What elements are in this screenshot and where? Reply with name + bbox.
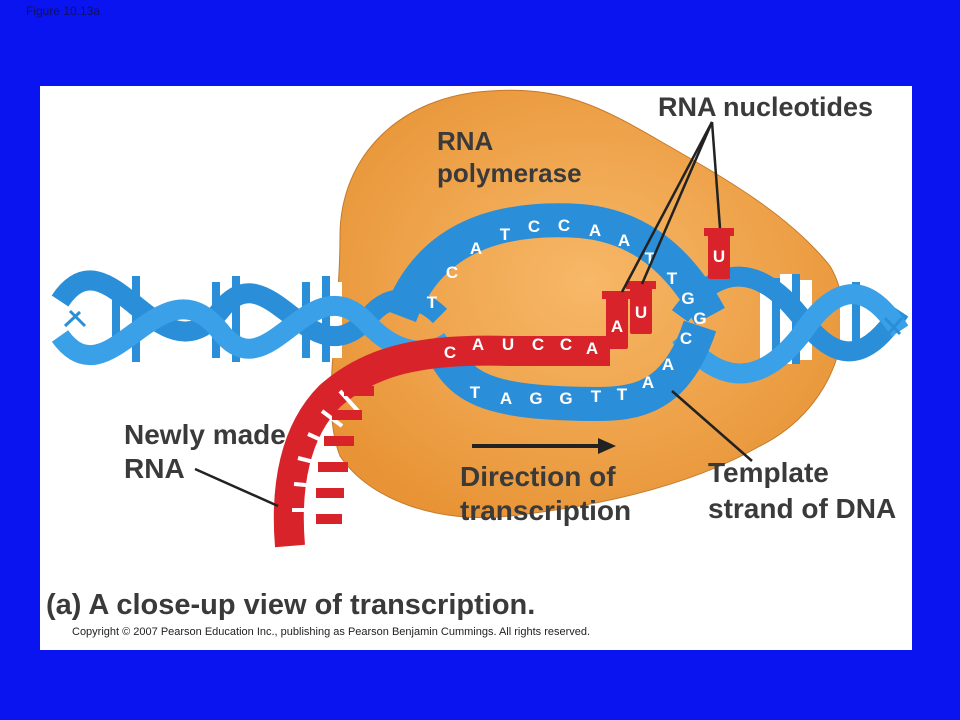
top-strand-base-7: A bbox=[618, 231, 630, 250]
top-strand-base-4: C bbox=[528, 217, 540, 236]
label-newly-made-1: Newly made bbox=[124, 419, 286, 450]
template-strand-base-1: A bbox=[500, 389, 512, 408]
figure-number: Figure 10.13a bbox=[26, 4, 101, 18]
template-strand-base-2: G bbox=[529, 389, 542, 408]
right-dna-helix bbox=[671, 266, 909, 384]
top-strand-base-11: G bbox=[693, 309, 706, 328]
free-nucleotide-base-2: U bbox=[713, 247, 725, 266]
rna-polymerase-shape bbox=[330, 89, 844, 519]
rna-strand-base-3: C bbox=[532, 335, 544, 354]
top-strand-base-3: T bbox=[500, 225, 511, 244]
template-strand-base-8: C bbox=[680, 329, 692, 348]
top-strand-base-1: C bbox=[446, 263, 458, 282]
template-strand-base-4: T bbox=[591, 387, 602, 406]
label-template-1: Template bbox=[708, 457, 829, 488]
free-nucleotide-base-0: A bbox=[611, 317, 623, 336]
pointer-lines bbox=[194, 121, 753, 508]
non-template-strand bbox=[384, 203, 725, 325]
free-rna-nucleotides bbox=[602, 228, 734, 349]
rna-strand-base-0: C bbox=[444, 343, 456, 362]
template-strand-base-0: T bbox=[470, 383, 481, 402]
top-strand-base-9: T bbox=[667, 269, 678, 288]
rna-strand-base-5: A bbox=[586, 339, 598, 358]
template-strand-base-6: A bbox=[642, 373, 654, 392]
rna-strand-base-2: U bbox=[502, 335, 514, 354]
label-rna-polymerase-1: RNA bbox=[437, 126, 494, 156]
label-rna-polymerase-2: polymerase bbox=[437, 158, 582, 188]
top-strand-base-10: G bbox=[681, 289, 694, 308]
rna-strand-base-1: A bbox=[472, 335, 484, 354]
label-template-2: strand of DNA bbox=[708, 493, 896, 524]
top-strand-base-2: A bbox=[470, 239, 482, 258]
label-direction-2: transcription bbox=[460, 495, 631, 526]
top-strand-base-5: C bbox=[558, 216, 570, 235]
left-dna-helix bbox=[51, 270, 456, 366]
figure-caption: (a) A close-up view of transcription. bbox=[46, 589, 535, 621]
free-nucleotide-base-1: U bbox=[635, 303, 647, 322]
label-newly-made-2: RNA bbox=[124, 453, 185, 484]
template-strand-base-5: T bbox=[617, 385, 628, 404]
top-strand-base-0: T bbox=[427, 293, 438, 312]
template-strand bbox=[424, 320, 717, 422]
rna-strand-base-4: C bbox=[560, 335, 572, 354]
template-strand-base-3: G bbox=[559, 389, 572, 408]
top-strand-base-6: A bbox=[589, 221, 601, 240]
copyright-notice: Copyright © 2007 Pearson Education Inc.,… bbox=[72, 626, 591, 638]
top-strand-base-8: T bbox=[645, 249, 656, 268]
template-strand-base-7: A bbox=[662, 355, 674, 374]
label-rna-nucleotides: RNA nucleotides bbox=[658, 92, 873, 122]
newly-made-rna bbox=[273, 335, 610, 548]
direction-arrow bbox=[472, 438, 616, 454]
label-direction-1: Direction of bbox=[460, 461, 616, 492]
